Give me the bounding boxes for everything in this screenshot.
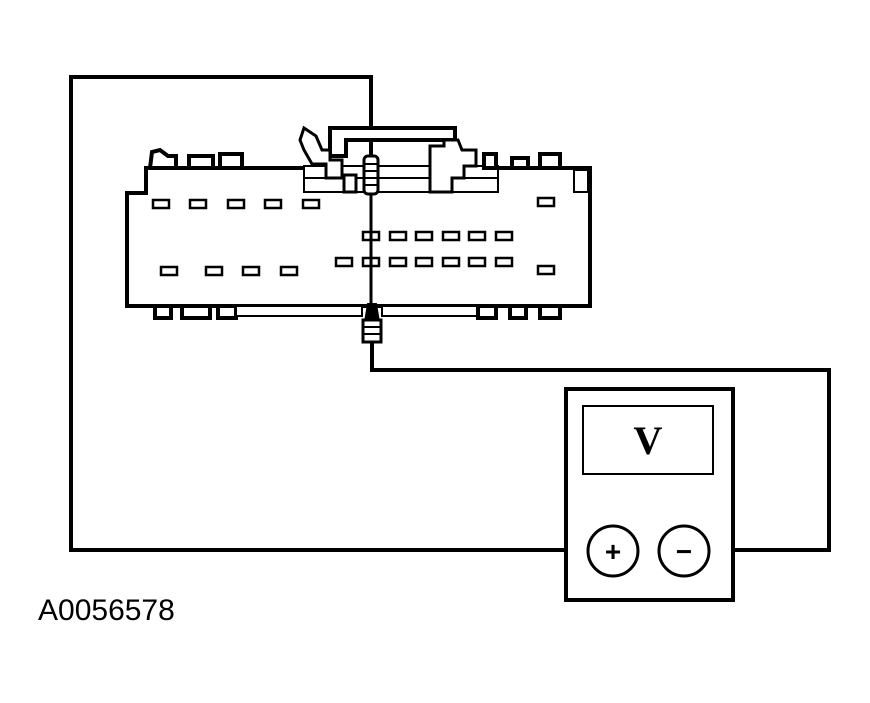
figure-id-label: A0056578 bbox=[38, 594, 175, 627]
pin-cavity bbox=[494, 230, 514, 242]
pin-cavity bbox=[151, 198, 171, 210]
pin-cavity bbox=[536, 196, 556, 208]
pin-cavity bbox=[241, 265, 261, 277]
positive-terminal-symbol: + bbox=[605, 536, 621, 567]
pin-cavity bbox=[388, 230, 408, 242]
positive-test-lead bbox=[69, 75, 588, 552]
connector-latch-hook-right bbox=[428, 138, 478, 194]
pin-cavity bbox=[441, 230, 461, 242]
positive-terminal bbox=[586, 524, 640, 578]
upper-test-probe bbox=[362, 154, 380, 196]
pin-cavity bbox=[536, 264, 556, 276]
test-leads bbox=[69, 75, 831, 552]
pin-cavity bbox=[334, 256, 354, 268]
voltmeter-display bbox=[582, 405, 714, 475]
negative-terminal bbox=[657, 524, 711, 578]
connector-latch-hook-left bbox=[298, 125, 358, 194]
negative-terminal-symbol: − bbox=[676, 536, 692, 567]
voltmeter-display-symbol: V bbox=[634, 418, 663, 463]
pin-cavity bbox=[263, 198, 283, 210]
electrical-connector bbox=[125, 125, 592, 320]
pin-cavity bbox=[414, 256, 434, 268]
pin-cavity bbox=[494, 256, 514, 268]
pin-cavity bbox=[388, 256, 408, 268]
pin-cavity bbox=[467, 256, 487, 268]
pin-cavity bbox=[301, 198, 321, 210]
lower-test-probe bbox=[361, 303, 383, 344]
voltmeter: V + − bbox=[564, 387, 735, 602]
pin-cavity bbox=[279, 265, 299, 277]
pin-cavity bbox=[226, 198, 246, 210]
pin-cavity bbox=[441, 256, 461, 268]
negative-test-lead bbox=[370, 340, 831, 552]
pin-cavity bbox=[414, 230, 434, 242]
pin-cavity bbox=[188, 198, 208, 210]
pin-cavity bbox=[204, 265, 224, 277]
connector-bottom-ribs bbox=[153, 304, 562, 320]
pin-cavity bbox=[467, 230, 487, 242]
pin-cavity bbox=[159, 265, 179, 277]
connector-top-ribs bbox=[148, 147, 589, 193]
